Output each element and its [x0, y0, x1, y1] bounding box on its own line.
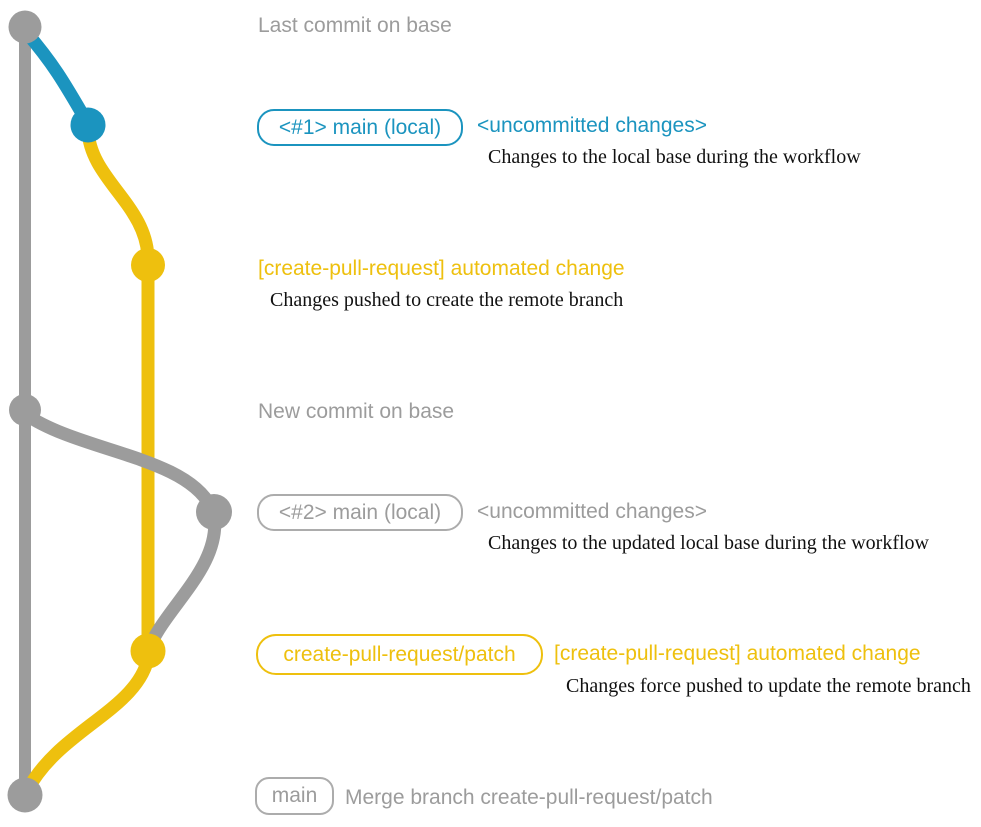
- merge-back-curve: [20, 647, 156, 798]
- branch-label-create-pull-request-patch: create-pull-request/patch: [256, 634, 543, 675]
- local-changes-1-curve: [19, 25, 94, 129]
- desc-automated-1: Changes pushed to create the remote bran…: [270, 289, 624, 311]
- commit-node-uncommitted-2: [196, 494, 232, 530]
- commit-node-new-base: [9, 394, 41, 426]
- commit-msg-automated-1: [create-pull-request] automated change: [258, 257, 625, 280]
- note-merge-branch: Merge branch create-pull-request/patch: [345, 786, 713, 809]
- note-last-commit-on-base: Last commit on base: [258, 14, 452, 37]
- branch-label-main-local-2: <#2> main (local): [257, 494, 463, 531]
- desc-automated-2: Changes force pushed to update the remot…: [566, 675, 971, 697]
- commit-node-automated-2: [130, 633, 166, 669]
- branch-label-main-local-1: <#1> main (local): [257, 109, 463, 146]
- desc-uncommitted-2: Changes to the updated local base during…: [488, 532, 929, 554]
- commit-node-last-base: [8, 10, 42, 44]
- status-uncommitted-changes-2: <uncommitted changes>: [477, 500, 707, 523]
- commit-msg-automated-2: [create-pull-request] automated change: [554, 642, 921, 665]
- commit-node-uncommitted-1: [70, 107, 106, 143]
- force-push-curve: [143, 507, 222, 653]
- commit-node-automated-1: [131, 248, 165, 282]
- note-new-commit-on-base: New commit on base: [258, 400, 455, 423]
- remote-branch-create-curve: [81, 123, 155, 267]
- branch-label-main: main: [255, 777, 334, 815]
- desc-uncommitted-1: Changes to the local base during the wor…: [488, 146, 861, 168]
- local-changes-2-curve: [18, 407, 218, 514]
- status-uncommitted-changes-1: <uncommitted changes>: [477, 114, 707, 137]
- commit-node-merge: [7, 777, 43, 813]
